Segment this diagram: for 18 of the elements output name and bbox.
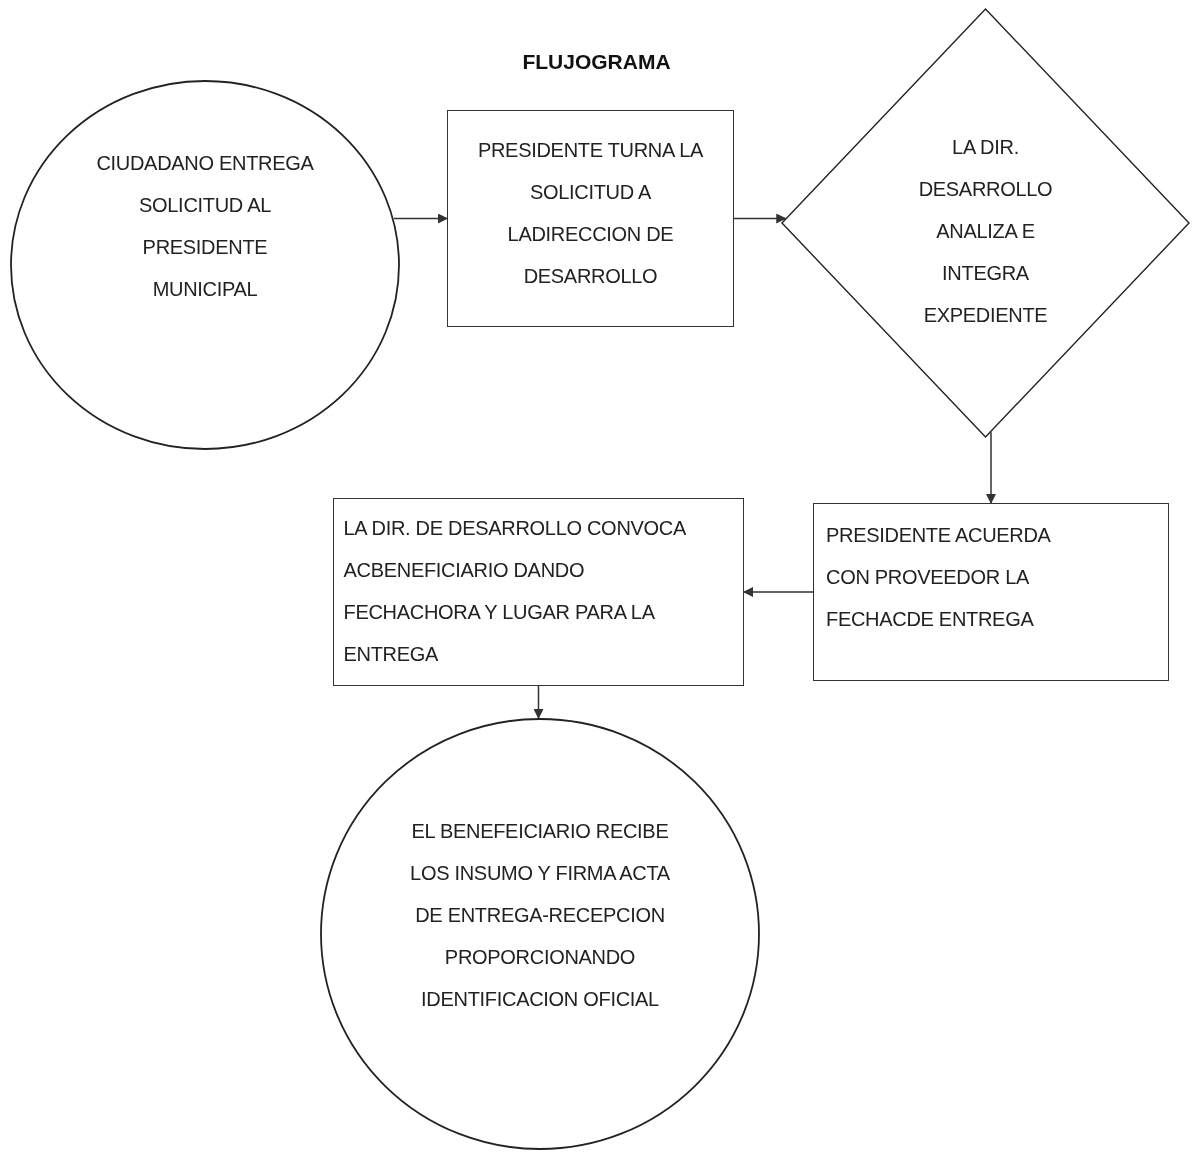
process-box xyxy=(333,498,744,686)
decision-diamond xyxy=(781,8,1190,438)
process-circle xyxy=(320,718,760,1150)
arrow xyxy=(986,431,996,504)
node-text: EL BENEFEICIARIO RECIBE LOS INSUMO Y FIRMA ACTA DE ENTREGA-RECEPCION PROPORCIONANDO IDENTIFICACION OFICIAL xyxy=(409,819,671,1012)
arrow xyxy=(533,685,544,719)
process-box xyxy=(447,110,734,327)
node-text: LA DIR. DE DESARROLLO CONVOCA ACBENEFICIARIO DANDO FECHACHORA Y LUGAR PARA LA ENTREGA xyxy=(343,516,687,667)
arrow xyxy=(733,213,787,224)
node-text: CIUDADANO ENTREGA SOLICITUD AL PRESIDENTE MUNICIPAL xyxy=(95,151,315,302)
node-text: LA DIR. DESARROLLO ANALIZA E INTEGRA EXPEDIENTE xyxy=(917,135,1054,328)
arrow xyxy=(743,587,814,597)
process-box xyxy=(813,503,1169,681)
node-text: PRESIDENTE TURNA LA SOLICITUD A LADIRECCION DE DESARROLLO xyxy=(476,138,705,289)
process-circle xyxy=(10,80,400,450)
arrow xyxy=(393,213,448,224)
title: FLUJOGRAMA xyxy=(521,50,672,74)
node-text: PRESIDENTE ACUERDA CON PROVEEDOR LA FECHACDE ENTREGA xyxy=(826,523,1052,632)
